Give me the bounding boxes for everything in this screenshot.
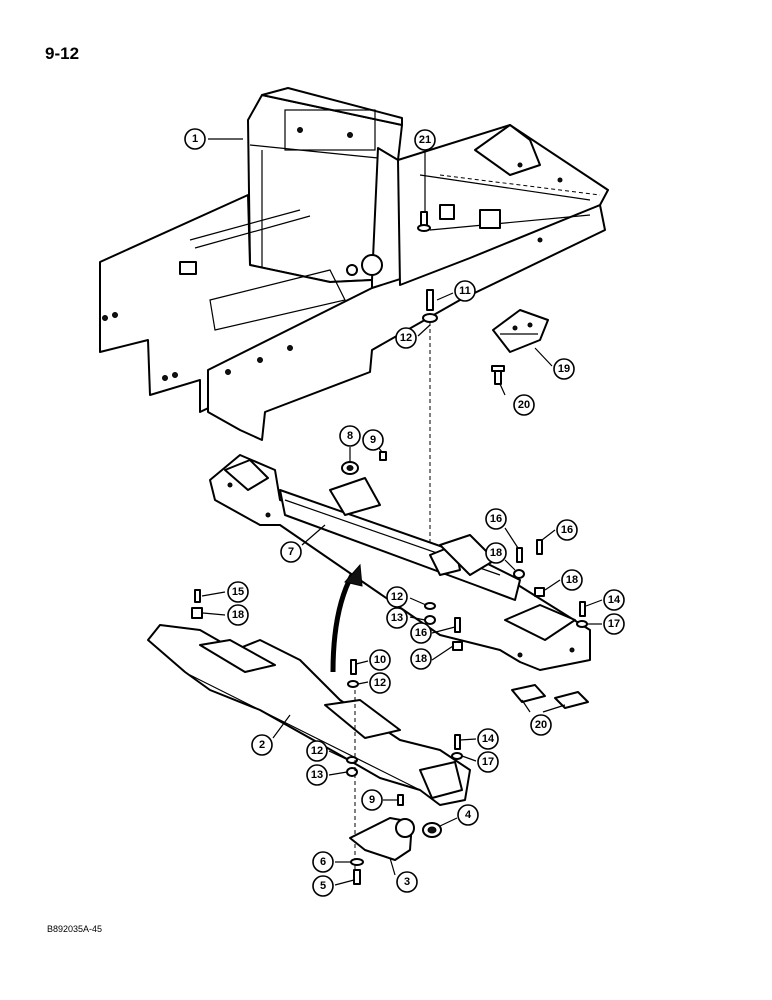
callout-label: 16 xyxy=(561,524,573,536)
bushing-4 xyxy=(422,822,442,838)
callout-label: 15 xyxy=(232,586,244,598)
callout-20: 20 xyxy=(530,714,552,736)
callout-10: 10 xyxy=(369,649,391,671)
callout-11: 11 xyxy=(454,280,476,302)
callout-label: 12 xyxy=(311,745,323,757)
callout-21: 21 xyxy=(414,129,436,151)
callout-2: 2 xyxy=(251,734,273,756)
callout-label: 17 xyxy=(608,618,620,630)
callout-17: 17 xyxy=(477,751,499,773)
callout-label: 9 xyxy=(370,434,376,446)
callout-3: 3 xyxy=(396,871,418,893)
frame-bolt-11 xyxy=(422,289,438,323)
callout-label: 8 xyxy=(347,430,353,442)
callout-label: 6 xyxy=(320,856,326,868)
hardware-right xyxy=(424,539,589,709)
callout-18: 18 xyxy=(227,604,249,626)
callout-label: 12 xyxy=(391,591,403,603)
callout-7: 7 xyxy=(280,541,302,563)
callout-label: 2 xyxy=(259,739,265,751)
callout-17: 17 xyxy=(603,613,625,635)
callout-label: 20 xyxy=(518,399,530,411)
mounting-bracket xyxy=(492,309,549,353)
callout-label: 3 xyxy=(404,876,410,888)
callout-19: 19 xyxy=(553,358,575,380)
callout-12: 12 xyxy=(306,740,328,762)
callout-8: 8 xyxy=(339,425,361,447)
callout-label: 20 xyxy=(535,719,547,731)
callout-label: 11 xyxy=(459,285,471,297)
callout-label: 7 xyxy=(288,546,294,558)
callout-9: 9 xyxy=(362,429,384,451)
figure-reference-code: B892035A-45 xyxy=(47,924,103,934)
callout-label: 18 xyxy=(415,653,427,665)
callout-label: 5 xyxy=(320,880,326,892)
front-cross-member xyxy=(209,454,591,671)
callout-12: 12 xyxy=(369,672,391,694)
callout-6: 6 xyxy=(312,851,334,873)
callout-9: 9 xyxy=(361,789,383,811)
callout-15: 15 xyxy=(227,581,249,603)
callout-13: 13 xyxy=(306,764,328,786)
callout-18: 18 xyxy=(561,569,583,591)
callout-20: 20 xyxy=(513,394,535,416)
callout-label: 19 xyxy=(558,363,570,375)
assembly-direction-arrow xyxy=(330,563,363,673)
fitting-9-top xyxy=(379,451,387,461)
callout-label: 14 xyxy=(608,594,621,606)
callout-label: 13 xyxy=(391,612,403,624)
callout-16: 16 xyxy=(410,622,432,644)
callout-label: 1 xyxy=(192,133,198,145)
callout-18: 18 xyxy=(485,542,507,564)
callout-label: 14 xyxy=(482,733,495,745)
callout-label: 16 xyxy=(415,627,427,639)
callout-label: 12 xyxy=(400,332,412,344)
callout-12: 12 xyxy=(386,586,408,608)
callout-13: 13 xyxy=(386,607,408,629)
callout-label: 9 xyxy=(369,794,375,806)
callout-4: 4 xyxy=(457,804,479,826)
main-frame xyxy=(99,87,609,441)
bracket-bolt xyxy=(491,365,505,385)
callout-label: 13 xyxy=(311,769,323,781)
callout-label: 16 xyxy=(490,513,502,525)
callout-14: 14 xyxy=(603,589,625,611)
callout-label: 18 xyxy=(232,609,244,621)
callout-label: 12 xyxy=(374,677,386,689)
bushing-8 xyxy=(341,461,359,475)
callout-label: 10 xyxy=(374,654,386,666)
callout-18: 18 xyxy=(410,648,432,670)
frame-bolt-21 xyxy=(417,211,431,232)
callout-label: 18 xyxy=(566,574,578,586)
callout-label: 18 xyxy=(490,547,502,559)
callout-leaders xyxy=(201,138,603,886)
axle-support-carrier xyxy=(147,589,471,870)
callout-1: 1 xyxy=(184,128,206,150)
callout-14: 14 xyxy=(477,728,499,750)
callout-label: 21 xyxy=(419,134,431,146)
page-number: 9-12 xyxy=(45,44,80,63)
callout-label: 17 xyxy=(482,756,494,768)
callout-label: 4 xyxy=(465,809,472,821)
callout-5: 5 xyxy=(312,875,334,897)
pivot-bracket xyxy=(349,794,415,861)
callout-16: 16 xyxy=(485,508,507,530)
callout-12: 12 xyxy=(395,327,417,349)
callout-16: 16 xyxy=(556,519,578,541)
